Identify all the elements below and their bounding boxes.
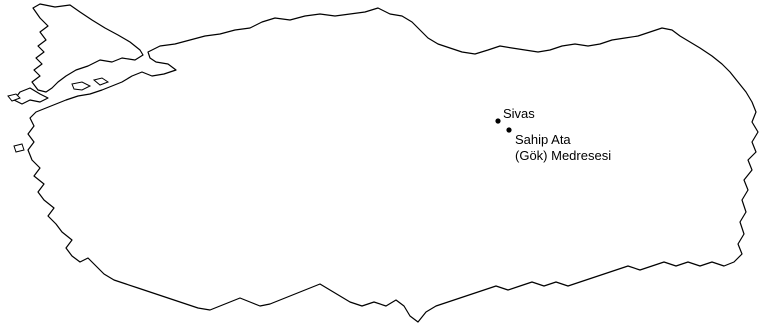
thrace-outline <box>31 3 144 93</box>
marmara-islet-2 <box>92 77 110 86</box>
sahip-ata-label-line1: Sahip Ata <box>515 132 571 147</box>
sahip-ata-label-line2: (Gök) Medresesi <box>515 148 612 163</box>
sivas-label: Sivas <box>503 106 535 121</box>
sivas-marker-icon <box>495 118 501 124</box>
anatolia-outline <box>27 7 759 323</box>
gallipoli-peninsula-outline <box>13 87 49 105</box>
sahip-ata-marker-icon <box>506 127 512 133</box>
marmara-islet <box>71 81 92 91</box>
aegean-islet <box>7 93 21 102</box>
aegean-islet-2 <box>13 143 25 153</box>
